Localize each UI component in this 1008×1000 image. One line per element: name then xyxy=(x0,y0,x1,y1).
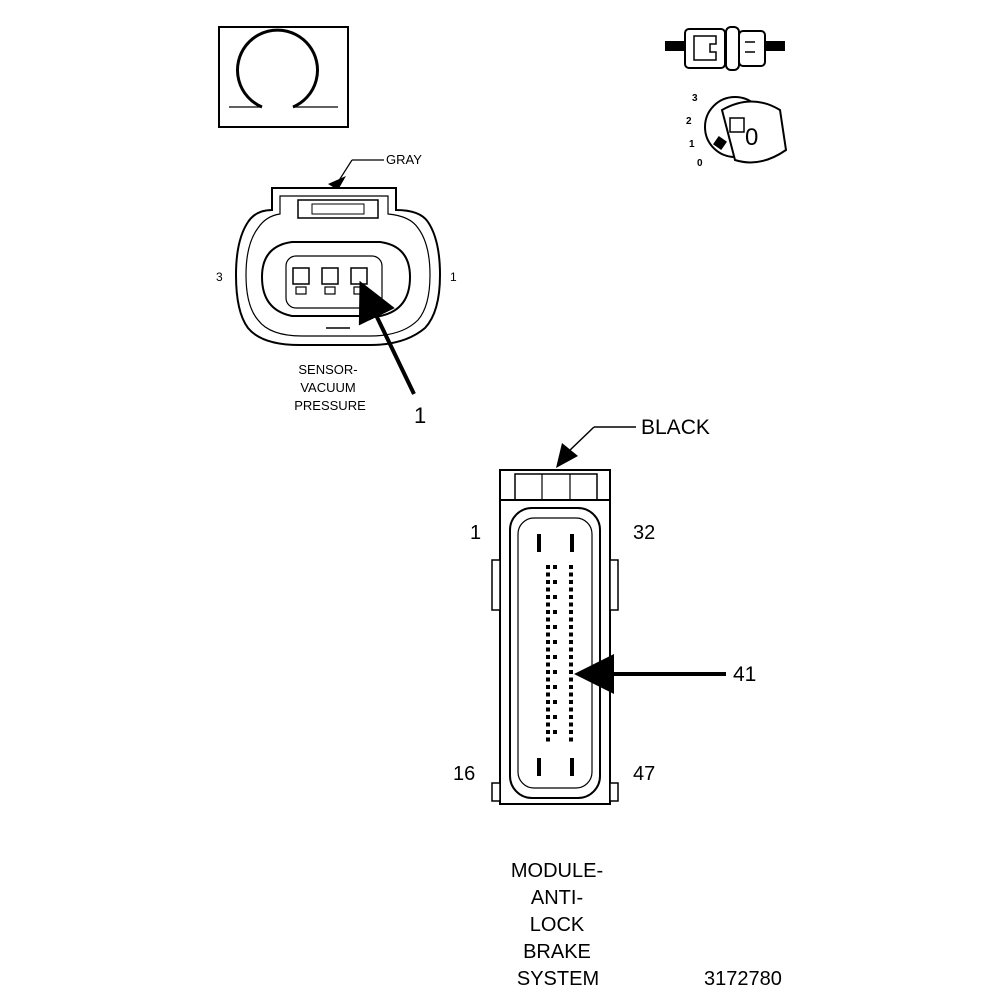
ignition-position-3: 3 xyxy=(692,93,698,104)
ignition-position-0: 0 xyxy=(697,158,703,169)
abs-pin-16-label: 16 xyxy=(453,763,475,785)
ignition-position-2: 2 xyxy=(686,116,692,127)
pin-cavity xyxy=(546,670,550,674)
pin-cavity xyxy=(546,610,550,614)
pin-cavity xyxy=(569,572,573,577)
pin-cavity xyxy=(546,692,550,697)
pin-cavity xyxy=(569,587,573,592)
pin-cavity xyxy=(569,685,573,689)
pin-cavity xyxy=(546,602,550,607)
pin-cavity xyxy=(546,722,550,727)
pin-cavity xyxy=(553,625,557,629)
abs-title-line-1: MODULE- xyxy=(511,860,603,882)
pin-cavity xyxy=(569,640,573,644)
pin-cavity xyxy=(569,655,573,659)
sensor-title-line-2: VACUUM xyxy=(300,380,355,395)
pin-cavity xyxy=(546,640,550,644)
pin-cavity xyxy=(546,700,550,704)
pin-cavity xyxy=(546,632,550,637)
pin-cavity xyxy=(546,707,550,712)
pin-cavity xyxy=(569,707,573,712)
pin-cavity xyxy=(546,572,550,577)
pin-cavity xyxy=(546,677,550,682)
pin-cavity xyxy=(553,655,557,659)
sensor-color-label: GRAY xyxy=(386,152,422,167)
pin-cavity xyxy=(553,610,557,614)
connector-pin-grid xyxy=(546,565,573,742)
sensor-title-line-3: PRESSURE xyxy=(294,398,366,413)
sensor-connector: GRAY 3 1 1 SENSOR- VACUUM PRESSURE xyxy=(216,152,457,428)
pin-cavity xyxy=(546,662,550,667)
abs-callout-41: 41 xyxy=(733,663,756,686)
ignition-position-1: 1 xyxy=(689,139,695,150)
pin-cavity xyxy=(569,715,573,719)
pin-cavity xyxy=(569,692,573,697)
pin-cavity xyxy=(569,722,573,727)
pin-cavity xyxy=(569,632,573,637)
pin-cavity xyxy=(546,595,550,599)
pin-cavity xyxy=(546,715,550,719)
abs-pin-32-label: 32 xyxy=(633,522,655,544)
pin-cavity xyxy=(546,625,550,629)
pin-cavity xyxy=(569,647,573,652)
connector-plug-icon xyxy=(665,26,785,71)
pin-cavity xyxy=(553,685,557,689)
ignition-switch-icon: 3 2 1 0 0 xyxy=(686,93,788,169)
ohm-symbol-icon xyxy=(218,26,349,128)
pin-cavity xyxy=(569,700,573,704)
pin-cavity xyxy=(553,565,557,569)
pin-cavity xyxy=(553,640,557,644)
pin-cavity xyxy=(553,670,557,674)
pin-cavity xyxy=(546,617,550,622)
abs-color-label: BLACK xyxy=(641,416,710,439)
pin-cavity xyxy=(569,580,573,584)
sensor-callout-1: 1 xyxy=(414,403,426,428)
pin-cavity xyxy=(569,662,573,667)
abs-pin-47-label: 47 xyxy=(633,763,655,785)
pin-cavity xyxy=(546,730,550,734)
sensor-pin-left-label: 3 xyxy=(216,270,223,284)
abs-title-line-3: LOCK xyxy=(530,914,585,936)
figure-number: 3172780 xyxy=(704,968,782,990)
pin-cavity xyxy=(546,655,550,659)
pin-cavity xyxy=(569,595,573,599)
abs-pin-1-label: 1 xyxy=(470,522,481,544)
sensor-pin-right-label: 1 xyxy=(450,270,457,284)
pin-cavity xyxy=(553,730,557,734)
pin-cavity xyxy=(546,685,550,689)
pin-cavity xyxy=(569,610,573,614)
abs-title-line-4: BRAKE xyxy=(523,941,591,963)
pin-cavity xyxy=(546,565,550,569)
ignition-key-label: 0 xyxy=(745,124,758,151)
pin-cavity xyxy=(569,617,573,622)
pin-cavity xyxy=(546,580,550,584)
abs-connector: BLACK 1 32 16 47 41 MODULE- ANTI- LOCK B… xyxy=(453,416,756,990)
pin-cavity xyxy=(569,625,573,629)
abs-title-line-5: SYSTEM xyxy=(517,968,599,990)
pin-cavity xyxy=(569,602,573,607)
pin-cavity xyxy=(553,580,557,584)
abs-title-line-2: ANTI- xyxy=(531,887,583,909)
pin-cavity xyxy=(546,587,550,592)
pin-cavity xyxy=(569,670,573,674)
pin-cavity xyxy=(553,595,557,599)
pin-cavity xyxy=(569,730,573,734)
pin-cavity xyxy=(553,700,557,704)
pin-cavity xyxy=(546,647,550,652)
pin-cavity xyxy=(569,737,573,742)
pin-cavity xyxy=(546,737,550,742)
pin-cavity xyxy=(569,677,573,682)
sensor-title-line-1: SENSOR- xyxy=(298,362,357,377)
pin-cavity xyxy=(569,565,573,569)
pin-cavity xyxy=(553,715,557,719)
